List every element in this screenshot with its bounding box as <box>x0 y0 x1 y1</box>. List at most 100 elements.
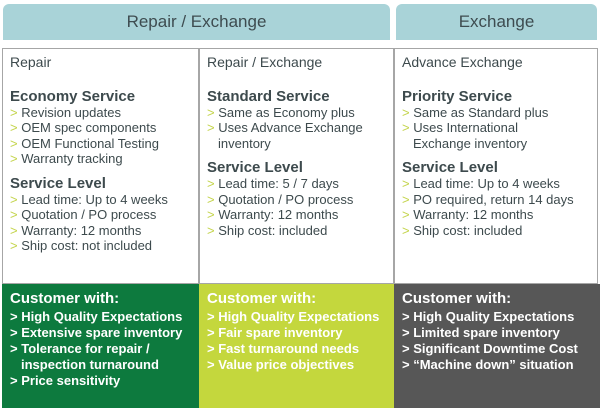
list-item: > Warranty: 12 months <box>207 207 393 223</box>
list-item-text: “Machine down” situation <box>413 357 574 372</box>
list-item-text: Warranty: 12 months <box>413 207 534 222</box>
list-item-text: PO required, return 14 days <box>413 191 574 207</box>
bullet-arrow: > <box>10 238 18 253</box>
service-heading: Standard Service <box>207 87 330 105</box>
service-level-heading: Service Level <box>207 159 303 176</box>
list-item-text: Warranty: 12 months <box>21 222 142 238</box>
list-item-text: High Quality Expectations <box>21 309 183 324</box>
list-item: > Same as Economy plus <box>207 105 393 121</box>
list-item-text: Same as Standard plus <box>413 104 549 120</box>
list-item-text: Quotation / PO process <box>21 207 157 222</box>
bullet-arrow: > <box>10 151 18 166</box>
list-item-text: Revision updates <box>21 104 121 120</box>
list-item: > Extensive spare inventory <box>10 325 199 341</box>
list-item-text: Lead time: Up to 4 weeks <box>413 176 560 191</box>
bullet-arrow: > <box>10 120 18 135</box>
bullet-arrow: > <box>10 207 18 222</box>
list-item: > High Quality Expectations <box>207 309 394 325</box>
list-item: > “Machine down” situation <box>402 357 600 373</box>
list-item: > High Quality Expectations <box>10 309 199 325</box>
bullet-arrow: > <box>402 120 410 135</box>
column-title: Repair / Exchange <box>207 54 323 70</box>
bullet-arrow: > <box>207 176 215 191</box>
list-item: > Ship cost: included <box>402 223 597 239</box>
bullet-arrow: > <box>402 207 410 222</box>
service-heading: Priority Service <box>402 87 513 105</box>
list-item-text: Limited spare inventory <box>413 325 560 340</box>
bullet-arrow: > <box>207 104 215 120</box>
list-item: > Same as Standard plus <box>402 105 597 121</box>
list-item-text: Lead time: Up to 4 weeks <box>21 191 168 207</box>
list-item: > Lead time: Up to 4 weeks <box>10 192 198 208</box>
bullet-arrow: > <box>10 104 18 120</box>
bullet-arrow: > <box>402 176 410 191</box>
bullet-arrow: > <box>10 309 18 324</box>
bullet-arrow: > <box>402 104 410 120</box>
bullet-arrow: > <box>402 341 410 356</box>
list-item-text: Ship cost: not included <box>21 238 153 253</box>
list-item: > OEM spec components <box>10 120 198 136</box>
bullet-arrow: > <box>402 357 410 372</box>
list-item: > PO required, return 14 days <box>402 192 597 208</box>
column-title: Advance Exchange <box>402 54 523 70</box>
list-item-text: OEM spec components <box>21 120 157 135</box>
list-item-text: Uses Advance Exchange <box>218 120 363 135</box>
tab-label: Exchange <box>458 12 535 31</box>
service-level-heading: Service Level <box>10 174 106 192</box>
list-item: > Warranty tracking <box>10 151 198 167</box>
bullet-arrow: > <box>402 309 410 324</box>
customer-heading: Customer with: <box>207 290 317 307</box>
list-item-text: Tolerance for repair / <box>21 341 150 356</box>
list-item-text: Ship cost: included <box>218 222 328 238</box>
list-item: > Significant Downtime Cost <box>402 341 600 357</box>
bullet-arrow: > <box>10 325 18 340</box>
bullet-arrow: > <box>10 191 18 207</box>
list-item-text: Value price objectives <box>218 357 355 372</box>
list-item-text: OEM Functional Testing <box>21 135 159 151</box>
customer-panel-repair-exchange: Customer with: > High Quality Expectation… <box>199 284 394 408</box>
list-item: > Warranty: 12 months <box>10 223 198 239</box>
list-item: > Fair spare inventory <box>207 325 394 341</box>
list-item-text: Fair spare inventory <box>218 325 343 340</box>
bullet-arrow: > <box>10 373 18 388</box>
list-item: > Quotation / PO process <box>207 192 393 208</box>
bullet-arrow: > <box>207 207 215 222</box>
customer-panel-repair: Customer with: > High Quality Expectation… <box>2 284 199 408</box>
list-item-text: Price sensitivity <box>21 373 121 388</box>
list-item: > Warranty: 12 months <box>402 207 597 223</box>
tab-exchange: Exchange <box>396 4 597 40</box>
list-item-text: Warranty: 12 months <box>218 207 339 222</box>
list-item-text: Fast turnaround needs <box>218 341 360 356</box>
bullet-arrow: > <box>207 309 215 324</box>
bullet-arrow: > <box>402 325 410 340</box>
list-item-text: Exchange inventory <box>413 135 528 151</box>
list-item-text: Lead time: 5 / 7 days <box>218 176 339 191</box>
list-item: > Ship cost: not included <box>10 238 198 254</box>
list-item: > Tolerance for repair /inspection turna… <box>10 341 199 373</box>
bullet-arrow: > <box>207 325 215 340</box>
list-item: > High Quality Expectations <box>402 309 600 325</box>
list-item-text: High Quality Expectations <box>218 309 380 324</box>
list-item: > Fast turnaround needs <box>207 341 394 357</box>
list-item: > Revision updates <box>10 105 198 121</box>
list-item: > OEM Functional Testing <box>10 136 198 152</box>
bullet-arrow: > <box>207 341 215 356</box>
service-level-heading: Service Level <box>402 159 498 176</box>
list-item-text: Significant Downtime Cost <box>413 341 578 356</box>
list-item-text: Warranty tracking <box>21 151 123 166</box>
list-item-text: Uses International <box>413 120 518 135</box>
list-item-text: inventory <box>218 135 271 151</box>
bullet-arrow: > <box>10 341 18 356</box>
customer-heading: Customer with: <box>402 290 512 307</box>
list-item: > Value price objectives <box>207 357 394 373</box>
customer-heading: Customer with: <box>10 290 120 307</box>
list-item-text: High Quality Expectations <box>413 309 575 324</box>
bullet-arrow: > <box>207 222 215 238</box>
tab-repair-exchange: Repair / Exchange <box>3 4 390 40</box>
list-item-text: inspection turnaround <box>21 357 159 372</box>
tab-label: Repair / Exchange <box>126 12 267 31</box>
list-item: > Lead time: 5 / 7 days <box>207 176 393 192</box>
